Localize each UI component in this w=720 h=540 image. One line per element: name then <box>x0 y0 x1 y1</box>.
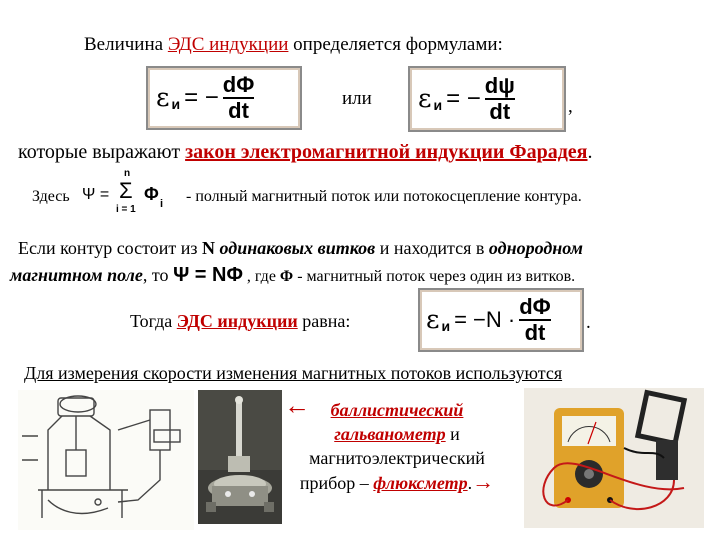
fraction-numerator: dΦ <box>222 72 255 97</box>
para-text: - магнитный поток через один из витков. <box>293 268 576 285</box>
total-flux-formula: Ψ = n Σ i = 1 Φ i <box>82 168 178 216</box>
faraday-prefix: которые выражают <box>18 141 186 163</box>
epsilon-subscript: и <box>171 96 181 112</box>
fraction-denominator: dt <box>524 320 546 345</box>
intro-line: Величина ЭДС индукции определяется форму… <box>84 34 503 56</box>
fraction-denominator: dt <box>228 98 249 123</box>
then-prefix: Тогда <box>130 311 177 331</box>
epsilon-subscript: и <box>433 97 443 113</box>
epsilon-symbol: ε <box>426 305 440 335</box>
phi-subscript: i <box>160 198 164 210</box>
equals-minus-n: = −N · <box>454 307 516 332</box>
and-text: и <box>445 424 460 444</box>
intro-prefix: Величина <box>84 34 168 55</box>
magnetic-field-term: магнитном поле <box>10 265 143 285</box>
devices-line3: магнитоэлектрический <box>309 448 485 468</box>
intro-suffix: определяется формулами: <box>288 34 503 55</box>
identical-turns: одинаковых витков <box>219 238 376 258</box>
fraction-dphi-dt: dΦ dt <box>222 72 255 123</box>
fluxmeter-term: флюксметр <box>373 473 468 493</box>
fraction-bar <box>222 97 255 99</box>
n-turns-line2: магнитном поле, то Ψ = NΦ , где Φ - магн… <box>10 264 575 288</box>
equals-minus: = − <box>184 84 219 111</box>
ballistic-galvanometer-photo <box>198 390 282 524</box>
galvanometer-sketch <box>18 390 194 530</box>
fraction-numerator: dΦ <box>519 294 551 319</box>
faraday-law: закон электромагнитной индукции Фарадея <box>185 141 588 163</box>
epsilon-symbol: ε <box>156 83 170 113</box>
galvanometer-photo-drawing <box>198 390 282 524</box>
n-symbol: N <box>202 238 215 258</box>
sigma-symbol: Σ <box>119 178 133 203</box>
period: . <box>586 312 591 333</box>
devices-text: ← баллистический гальванометр и магнитоэ… <box>284 393 510 495</box>
equals-minus: = − <box>446 85 481 112</box>
fraction-dphi-dt: dΦ dt <box>519 295 551 345</box>
devices-line4: прибор – флюксметр.→ <box>284 470 510 495</box>
then-suffix: равна: <box>297 311 351 331</box>
phi-symbol: Φ <box>144 184 159 204</box>
para-text: Если контур состоит из <box>18 238 202 258</box>
fraction-bar <box>484 98 515 100</box>
fluxmeter-photo-drawing <box>524 388 704 528</box>
total-flux-description: - полный магнитный поток или потокосцепл… <box>186 188 582 205</box>
then-line: Тогда ЭДС индукции равна: <box>130 310 350 332</box>
fluxmeter-photo <box>524 388 704 528</box>
left-arrow-icon: ← <box>284 391 310 420</box>
emf-term: ЭДС индукции <box>167 34 289 55</box>
phi-symbol: Φ <box>279 268 294 285</box>
para-text: , то <box>142 265 174 285</box>
comma: , <box>568 96 573 117</box>
right-arrow-icon: → <box>472 469 495 494</box>
epsilon-symbol: ε <box>418 84 432 114</box>
or-text: или <box>342 88 372 109</box>
para-text: , где <box>242 268 280 285</box>
here-label: Здесь <box>32 188 70 205</box>
faraday-line: которые выражают закон электромагнитной … <box>18 141 593 163</box>
n-turns-line1: Если контур состоит из N одинаковых витк… <box>18 237 583 259</box>
psi-equals: Ψ = <box>82 186 110 203</box>
sum-upper-limit: n <box>124 168 131 179</box>
emf-term: ЭДС индукции <box>176 311 298 331</box>
uniform-term: однородном <box>488 238 583 258</box>
psi-equals-n-phi: Ψ = NΦ <box>173 264 243 286</box>
fraction-dpsi-dt: dψ dt <box>484 73 515 124</box>
measurement-heading: Для измерения скорости изменения магнитн… <box>24 363 563 383</box>
galvanometer-term: гальванометр <box>334 424 446 444</box>
devices-line1: ← баллистический <box>284 393 510 422</box>
ballistic-term: баллистический <box>330 400 464 420</box>
fraction-numerator: dψ <box>484 73 515 98</box>
para-text: и находится в <box>375 238 489 258</box>
device-prefix: прибор – <box>299 473 374 493</box>
epsilon-subscript: и <box>441 318 451 334</box>
schematic-drawing <box>22 395 181 518</box>
faraday-suffix: . <box>587 141 593 163</box>
sum-lower-limit: i = 1 <box>116 204 136 215</box>
fraction-denominator: dt <box>489 99 511 124</box>
devices-line2: гальванометр и <box>284 422 510 446</box>
fraction-bar <box>519 319 551 321</box>
device-dot: . <box>467 473 473 493</box>
